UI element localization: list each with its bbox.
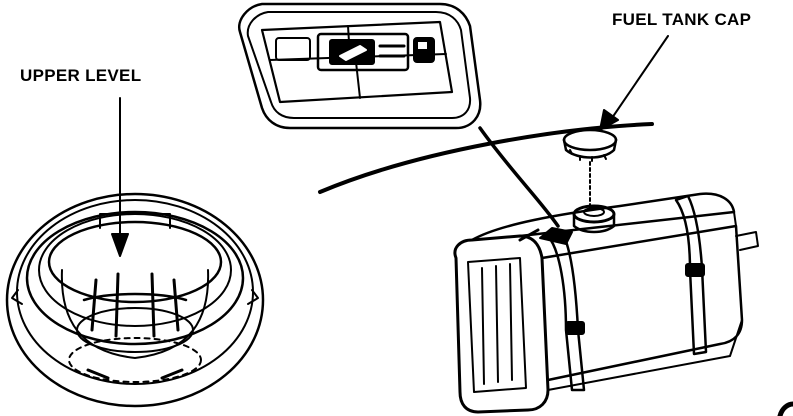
- upper-level-label: UPPER LEVEL: [20, 66, 141, 86]
- upper-level-arrow: [112, 98, 128, 256]
- fuel-gauge-panel-icon: [239, 4, 480, 128]
- tank-cap-icon: [564, 130, 616, 208]
- filler-neck-detail-icon: [7, 194, 263, 406]
- fuel-tank-icon: [455, 194, 758, 412]
- page-corner-mark: [780, 404, 793, 416]
- fuel-tank-cap-arrow: [600, 36, 668, 130]
- fuel-tank-cap-label: FUEL TANK CAP: [612, 10, 751, 30]
